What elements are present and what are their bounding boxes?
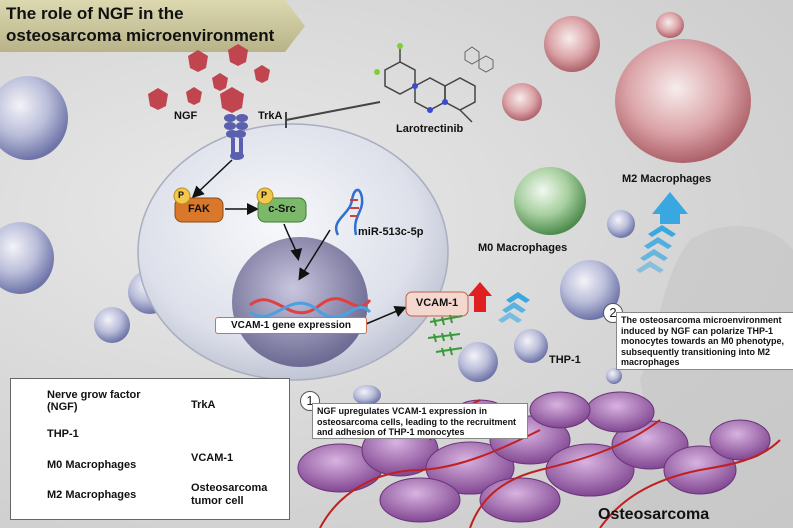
phospho-fak-label: P [178, 190, 185, 200]
polarization-arrows [498, 192, 688, 323]
trka-to-fak-arrow [191, 159, 233, 199]
larotrectinib-label: Larotrectinib [396, 123, 464, 135]
thp1-label: THP-1 [549, 354, 581, 366]
diagram-title: The role of NGF in the osteosarcoma micr… [0, 0, 300, 52]
ngf-label: NGF [174, 110, 198, 122]
dna-strand [249, 297, 372, 315]
vcam1-molecules [427, 314, 463, 357]
note-2-box: The osteosarcoma microenvironment induce… [616, 312, 793, 370]
gene-expression-label: VCAM-1 gene expression [215, 317, 367, 334]
phospho-csrc-label: P [261, 190, 268, 200]
title-line-1: The role of NGF in the [6, 4, 184, 23]
trka-label: TrkA [258, 110, 283, 122]
m0-macrophage [514, 167, 586, 235]
mirna-to-nucleus-arrow [298, 229, 331, 281]
legend-m0-label: M0 Macrophages [47, 459, 137, 471]
m0-label: M0 Macrophages [478, 242, 568, 254]
title-banner [0, 0, 305, 52]
phospho-csrc [256, 187, 274, 205]
phospho-fak [173, 187, 191, 205]
vcam1-node [405, 291, 469, 317]
ngf-molecules [148, 44, 270, 113]
csrc-label: c-Src [268, 203, 296, 215]
title-line-2: osteosarcoma microenvironment [6, 26, 275, 45]
fak-node [174, 197, 224, 223]
vcam1-label: VCAM-1 [415, 297, 459, 309]
mirna-hairpin [334, 188, 364, 236]
legend-ngf-sublabel: (NGF) [47, 401, 78, 413]
legend-m2-label: M2 Macrophages [47, 489, 137, 501]
osteosarcoma-label: Osteosarcoma [598, 506, 710, 523]
legend-ngf-label: Nerve grow factor [47, 389, 141, 401]
legend: Nerve grow factor (NGF) THP-1 M0 Macroph… [10, 378, 290, 520]
increase-arrow [468, 282, 492, 312]
m2-macrophages [502, 12, 751, 163]
m2-label: M2 Macrophages [622, 173, 712, 185]
inhibition-line [285, 101, 381, 121]
gene-to-vcam1-arrow [365, 305, 407, 325]
legend-tumor-sublabel: tumor cell [191, 495, 244, 507]
legend-tumor-label: Osteosarcoma [191, 482, 268, 494]
dna-strand-2 [249, 301, 372, 319]
note-1-box: NGF upregulates VCAM-1 expression in ost… [312, 403, 528, 439]
larotrectinib-atoms [412, 83, 448, 113]
csrc-node [257, 197, 307, 223]
small-molecule-model [464, 46, 494, 73]
mirna-label: miR-513c-5p [358, 226, 424, 238]
legend-thp1-label: THP-1 [47, 428, 79, 440]
trka-receptor [224, 114, 248, 160]
legend-vcam1-label: VCAM-1 [191, 452, 234, 464]
legend-trka-label: TrkA [191, 399, 216, 411]
fak-label: FAK [188, 203, 210, 215]
csrc-to-nucleus-arrow [283, 223, 303, 261]
